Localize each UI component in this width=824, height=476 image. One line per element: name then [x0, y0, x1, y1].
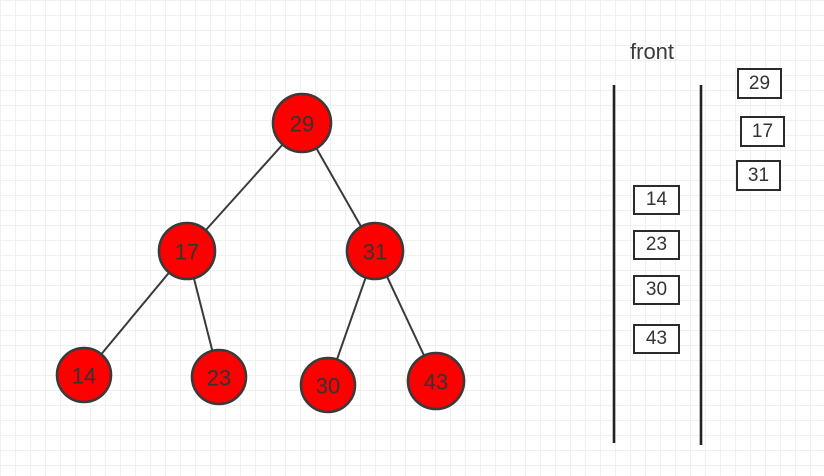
tree-node-circle [190, 348, 248, 406]
tree-node-43[interactable]: 43 [406, 351, 466, 411]
output-item-17[interactable]: 17 [740, 116, 785, 147]
queue-item-label: 14 [645, 189, 668, 210]
output-item-29[interactable]: 29 [737, 68, 782, 99]
queue-item-23[interactable]: 23 [633, 230, 680, 260]
tree-node-label: 43 [424, 370, 448, 395]
tree-node-label: 29 [290, 112, 314, 137]
tree-node-circle [345, 221, 405, 281]
tree-node-circle [157, 221, 217, 281]
queue-item-30[interactable]: 30 [633, 275, 680, 305]
tree-node-30[interactable]: 30 [299, 356, 357, 414]
tree-node-circle [271, 92, 333, 154]
tree-node-circle [299, 356, 357, 414]
tree-node-29[interactable]: 29 [271, 92, 333, 154]
tree-node-label: 17 [175, 240, 199, 265]
output-item-label: 31 [747, 164, 770, 186]
output-item-label: 29 [748, 72, 771, 94]
queue-item-label: 43 [645, 328, 668, 349]
output-item-label: 17 [751, 120, 774, 142]
queue-item-label: 23 [645, 234, 668, 255]
queue-item-43[interactable]: 43 [633, 324, 680, 354]
tree-node-circle [406, 351, 466, 411]
tree-node-17[interactable]: 17 [157, 221, 217, 281]
tree-nodes: 29 17 31 14 23 30 43 [55, 92, 466, 414]
tree-node-31[interactable]: 31 [345, 221, 405, 281]
tree-node-label: 14 [72, 364, 96, 389]
tree-node-23[interactable]: 23 [190, 348, 248, 406]
tree-node-14[interactable]: 14 [55, 346, 113, 404]
queue-item-label: 30 [645, 279, 668, 300]
tree-node-circle [55, 346, 113, 404]
tree-node-label: 31 [363, 240, 387, 265]
output-item-31[interactable]: 31 [736, 160, 781, 191]
queue-front-label: front [630, 39, 675, 64]
tree-node-label: 30 [316, 374, 340, 399]
queue-rails [612, 85, 703, 445]
queue-item-14[interactable]: 14 [633, 185, 680, 215]
tree-node-label: 23 [207, 366, 231, 391]
